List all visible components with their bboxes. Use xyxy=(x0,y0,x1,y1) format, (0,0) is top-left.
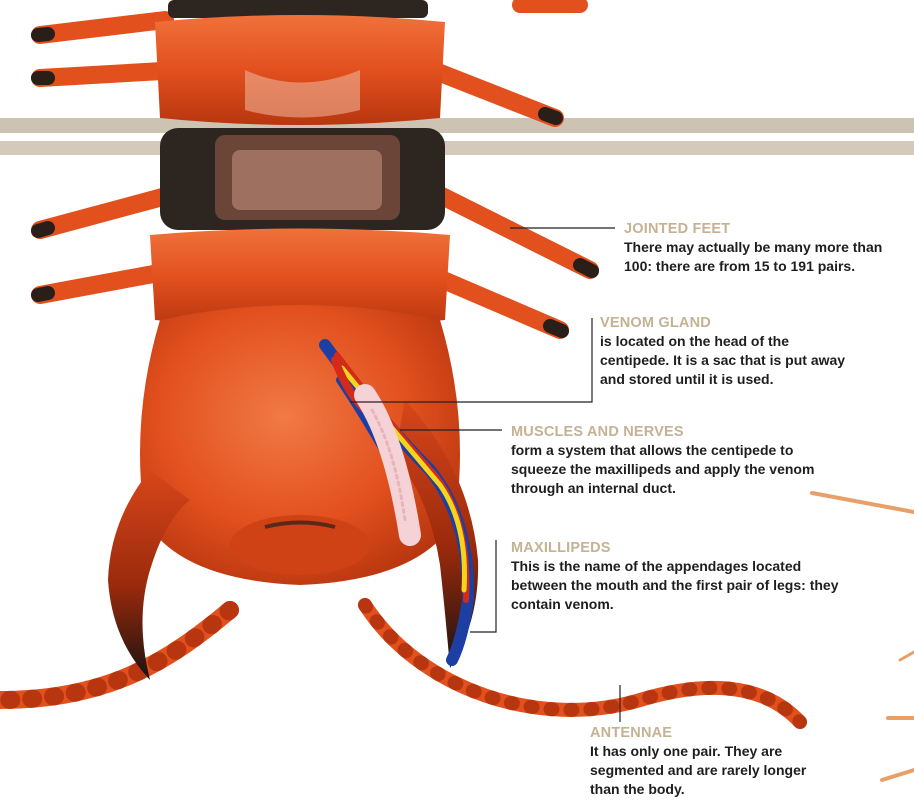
label-title-jointed-feet: JOINTED FEET xyxy=(624,221,914,237)
label-muscles-nerves: MUSCLES AND NERVES form a system that al… xyxy=(511,424,841,498)
label-text-maxillipeds: This is the name of the appendages locat… xyxy=(511,557,841,614)
stray-legs xyxy=(812,493,914,780)
label-jointed-feet: JOINTED FEET There may actually be many … xyxy=(624,221,914,276)
label-text-venom-gland: is located on the head of the centipede.… xyxy=(600,332,860,389)
label-text-muscles-nerves: form a system that allows the centipede … xyxy=(511,441,841,498)
background-bars xyxy=(0,118,914,155)
label-title-maxillipeds: MAXILLIPEDS xyxy=(511,540,841,556)
body-segments xyxy=(150,0,450,328)
label-text-jointed-feet: There may actually be many more than 100… xyxy=(624,238,914,276)
label-text-antennae: It has only one pair. They are segmented… xyxy=(590,742,810,799)
label-title-muscles-nerves: MUSCLES AND NERVES xyxy=(511,424,841,440)
label-title-antennae: ANTENNAE xyxy=(590,725,810,741)
label-title-venom-gland: VENOM GLAND xyxy=(600,315,860,331)
label-antennae: ANTENNAE It has only one pair. They are … xyxy=(590,725,810,799)
label-maxillipeds: MAXILLIPEDS This is the name of the appe… xyxy=(511,540,841,614)
label-venom-gland: VENOM GLAND is located on the head of th… xyxy=(600,315,860,389)
